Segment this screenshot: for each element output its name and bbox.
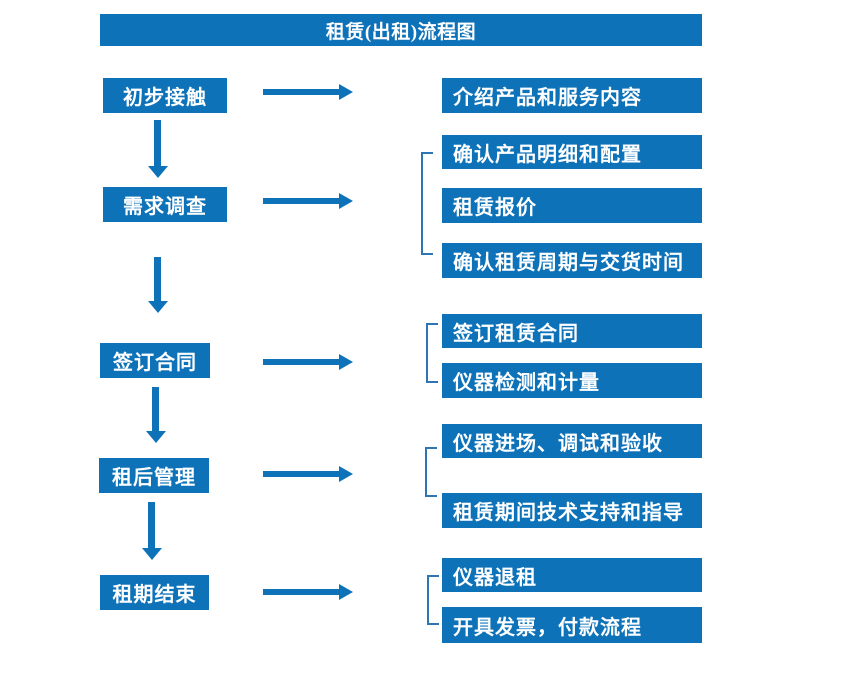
step-box-post-rental-management: 租后管理 [99, 458, 209, 493]
step-box-rental-end: 租期结束 [100, 575, 209, 610]
detail-box-rental-tech-support: 租赁期间技术支持和指导 [442, 493, 702, 528]
detail-box-rental-quote: 租赁报价 [442, 188, 702, 223]
step-box-sign-contract: 签订合同 [100, 343, 210, 378]
down-arrow [148, 257, 168, 313]
group-bracket [421, 152, 433, 255]
step-box-initial-contact: 初步接触 [103, 78, 227, 113]
flowchart-title: 租赁(出租)流程图 [100, 14, 702, 46]
down-arrow [148, 120, 168, 178]
step-box-demand-survey: 需求调查 [103, 187, 227, 222]
detail-box-instrument-return: 仪器退租 [442, 558, 702, 592]
right-arrow [263, 354, 353, 370]
detail-box-confirm-product-config: 确认产品明细和配置 [442, 135, 702, 169]
detail-box-instrument-inspection: 仪器检测和计量 [442, 363, 702, 398]
right-arrow [263, 84, 353, 100]
right-arrow [263, 193, 353, 209]
group-bracket [427, 575, 439, 625]
down-arrow [142, 502, 162, 560]
detail-box-confirm-rental-period: 确认租赁周期与交货时间 [442, 243, 702, 278]
detail-box-instrument-setup-acceptance: 仪器进场、调试和验收 [442, 424, 702, 458]
right-arrow [263, 584, 353, 600]
group-bracket [426, 323, 438, 383]
detail-box-introduce-products: 介绍产品和服务内容 [442, 78, 702, 113]
group-bracket [425, 447, 437, 497]
down-arrow [146, 387, 166, 443]
detail-box-sign-rental-contract: 签订租赁合同 [442, 314, 702, 348]
right-arrow [263, 466, 353, 482]
detail-box-invoice-payment: 开具发票，付款流程 [442, 607, 702, 643]
